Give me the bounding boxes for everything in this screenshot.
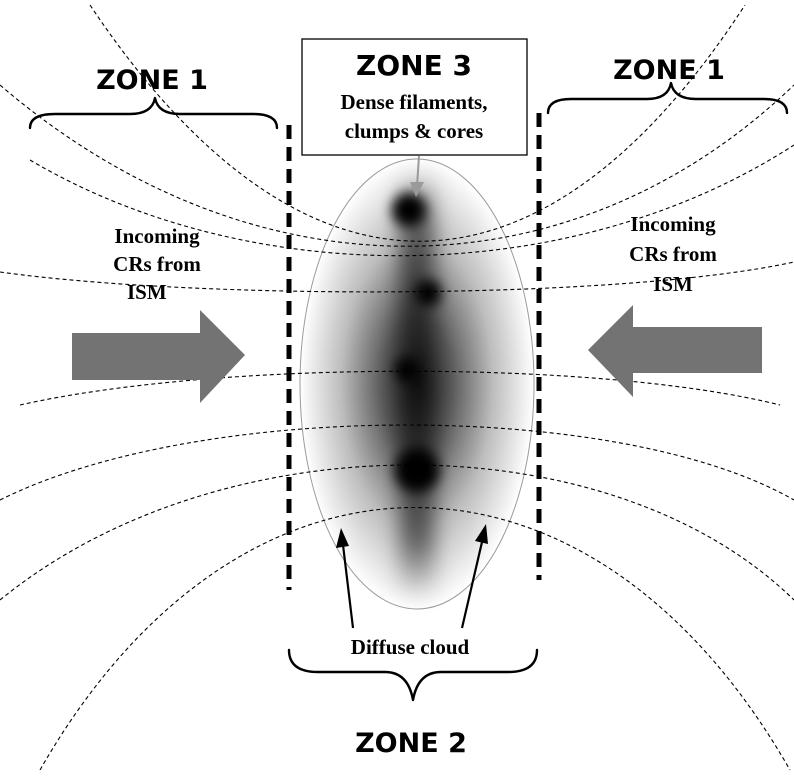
diffuse-cloud: [299, 158, 535, 610]
field-line-6: [0, 424, 794, 501]
incoming-left-line3: ISM: [127, 280, 167, 304]
field-line-5: [19, 370, 781, 406]
zone3-pointer-arrow: [410, 155, 424, 197]
incoming-right-line3: ISM: [653, 272, 693, 296]
field-line-4: [0, 261, 794, 293]
zone3-title: ZONE 3: [356, 49, 472, 82]
dense-cores: [392, 193, 441, 492]
incoming-left-label: Incoming CRs from ISM: [113, 224, 201, 304]
field-line-7: [0, 464, 794, 601]
diffuse-cloud-arrows: [336, 524, 488, 629]
field-line-1: [89, 4, 746, 242]
zone3-line1: Dense filaments,: [341, 90, 488, 114]
zone3-line2: clumps & cores: [345, 119, 483, 143]
core-3: [395, 358, 419, 382]
incoming-right-line2: CRs from: [629, 242, 717, 266]
diffuse-cloud-label: Diffuse cloud: [351, 635, 470, 659]
field-line-3: [29, 144, 794, 257]
incoming-right-label: Incoming CRs from ISM: [629, 212, 717, 296]
field-line-8: [39, 507, 791, 771]
core-4: [395, 448, 439, 492]
zone2-brace: [287, 648, 539, 702]
zone3-box: ZONE 3 Dense filaments, clumps & cores: [301, 38, 528, 156]
zone1-left-label: ZONE 1: [96, 65, 208, 96]
incoming-right-line1: Incoming: [630, 212, 716, 236]
incoming-left-line2: CRs from: [113, 252, 201, 276]
zone1-left-brace: [28, 96, 279, 130]
zone1-right-brace: [546, 81, 789, 115]
left-incoming-arrow: [72, 310, 245, 403]
zone1-right-label: ZONE 1: [613, 55, 725, 86]
core-2: [415, 280, 441, 306]
core-1: [392, 193, 426, 227]
incoming-left-line1: Incoming: [114, 224, 200, 248]
zone2-label: ZONE 2: [355, 728, 467, 759]
dense-filament: [400, 170, 434, 600]
right-incoming-arrow: [588, 305, 762, 397]
magnetic-field-lines: [0, 4, 794, 771]
